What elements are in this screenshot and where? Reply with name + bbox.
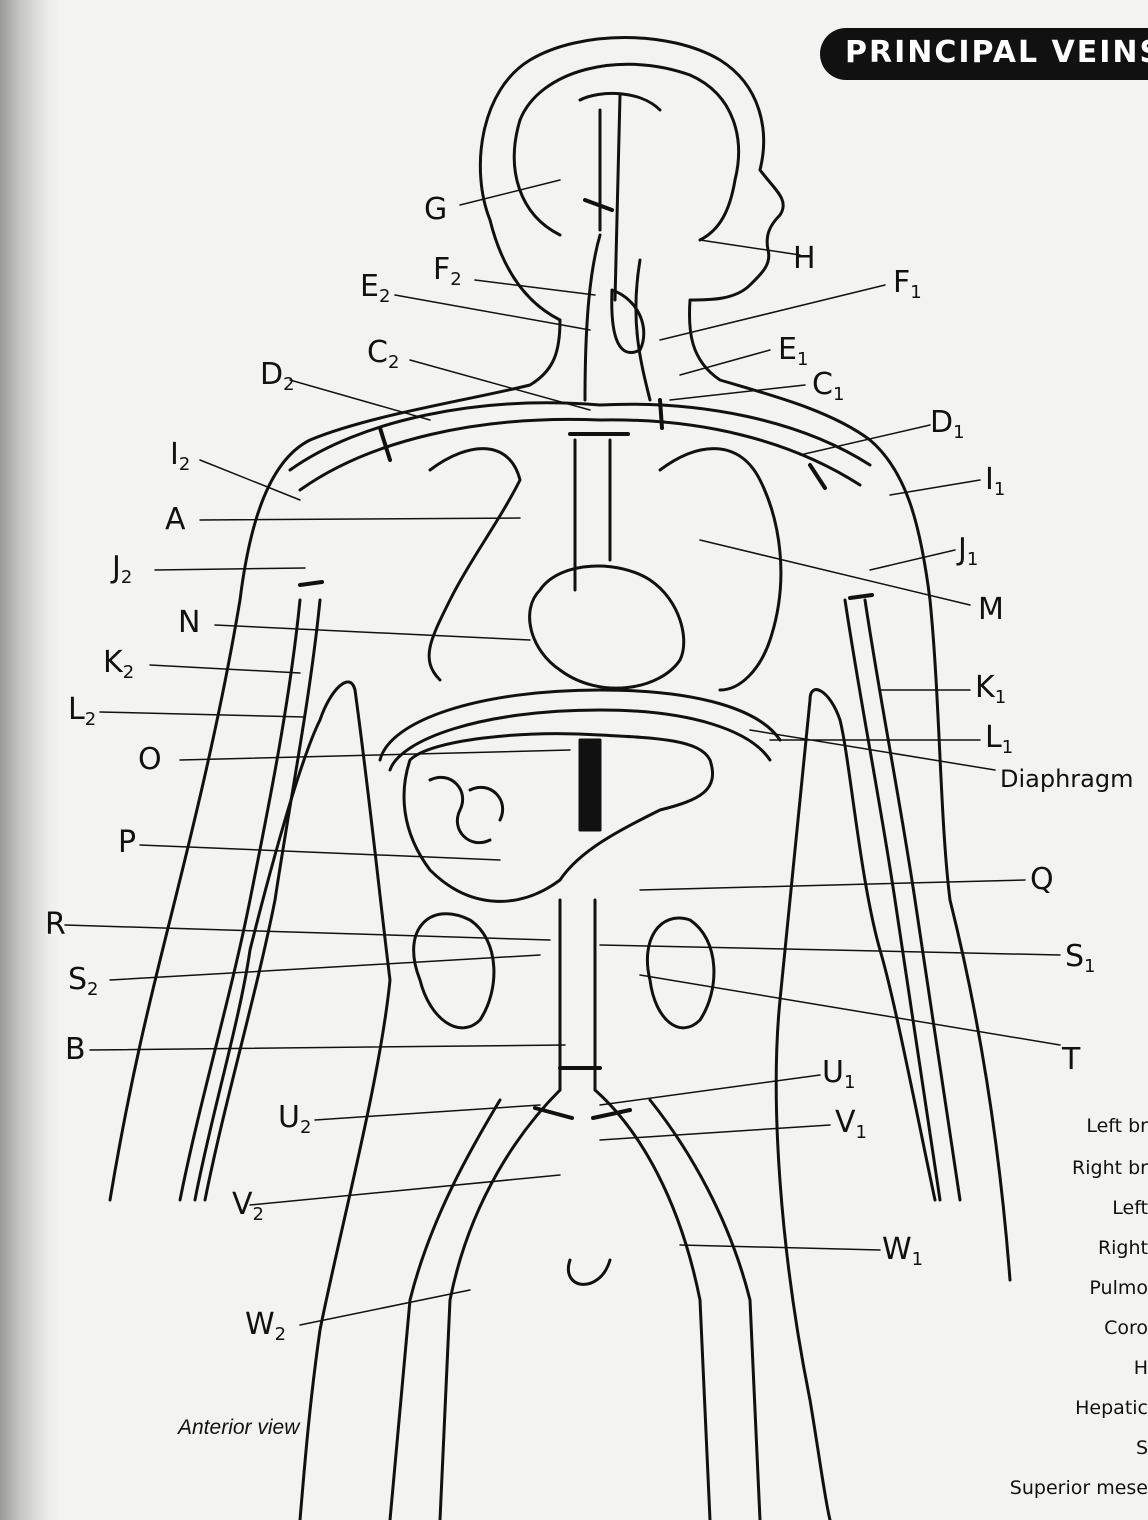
label-a: A <box>165 505 186 535</box>
label-h: H <box>793 244 816 274</box>
label-c1: C1 <box>812 370 844 410</box>
label-s1: S1 <box>1065 942 1096 982</box>
label-l1: L1 <box>985 723 1013 763</box>
kidney-right <box>647 918 714 1028</box>
label-c2: C2 <box>367 338 399 378</box>
label-v1: V1 <box>835 1108 867 1148</box>
label-l2: L2 <box>68 695 96 735</box>
key-item: Hepatic <box>1075 1397 1148 1419</box>
label-d1: D1 <box>930 408 965 448</box>
key-item: Right br <box>1072 1157 1148 1179</box>
view-caption: Anterior view <box>178 1416 299 1440</box>
label-k2: K2 <box>103 648 134 688</box>
body-outline <box>480 38 1010 1520</box>
label-f2: F2 <box>433 255 462 295</box>
label-p: P <box>118 828 136 858</box>
label-q: Q <box>1030 865 1054 895</box>
label-g: G <box>424 195 447 225</box>
label-o: O <box>138 745 162 775</box>
label-i1: I1 <box>985 465 1005 505</box>
label-u1: U1 <box>822 1058 855 1098</box>
key-item: Pulmo <box>1089 1277 1148 1299</box>
label-u2: U2 <box>278 1103 311 1143</box>
label-i2: I2 <box>170 440 190 480</box>
label-d2: D2 <box>260 360 295 400</box>
key-item: S <box>1136 1437 1148 1459</box>
label-diaphragm: Diaphragm <box>1000 765 1134 793</box>
label-w1: W1 <box>882 1235 923 1275</box>
label-v2: V2 <box>232 1190 264 1230</box>
key-item: Right <box>1098 1237 1148 1259</box>
label-b: B <box>65 1035 86 1065</box>
label-k1: K1 <box>975 673 1006 713</box>
key-item: Superior mese <box>1010 1477 1148 1499</box>
kidney-left <box>414 914 494 1028</box>
label-t: T <box>1062 1045 1080 1075</box>
label-f1: F1 <box>893 268 922 308</box>
label-m: M <box>978 595 1004 625</box>
key-item: Left <box>1112 1197 1148 1219</box>
heart <box>530 566 684 688</box>
key-item: Left br <box>1086 1115 1148 1137</box>
label-w2: W2 <box>245 1310 286 1350</box>
label-r: R <box>45 910 66 940</box>
diagram-title: PRINCIPAL VEINS <box>845 35 1148 70</box>
liver <box>404 734 713 902</box>
label-e1: E1 <box>778 335 808 375</box>
key-item: Coro <box>1104 1317 1148 1339</box>
label-j1: J1 <box>958 535 978 575</box>
label-n: N <box>178 608 200 638</box>
label-s2: S2 <box>68 965 99 1005</box>
key-item: H <box>1134 1357 1148 1379</box>
label-e2: E2 <box>360 272 390 312</box>
label-j2: J2 <box>112 553 132 593</box>
body-outline-left <box>110 320 560 1520</box>
